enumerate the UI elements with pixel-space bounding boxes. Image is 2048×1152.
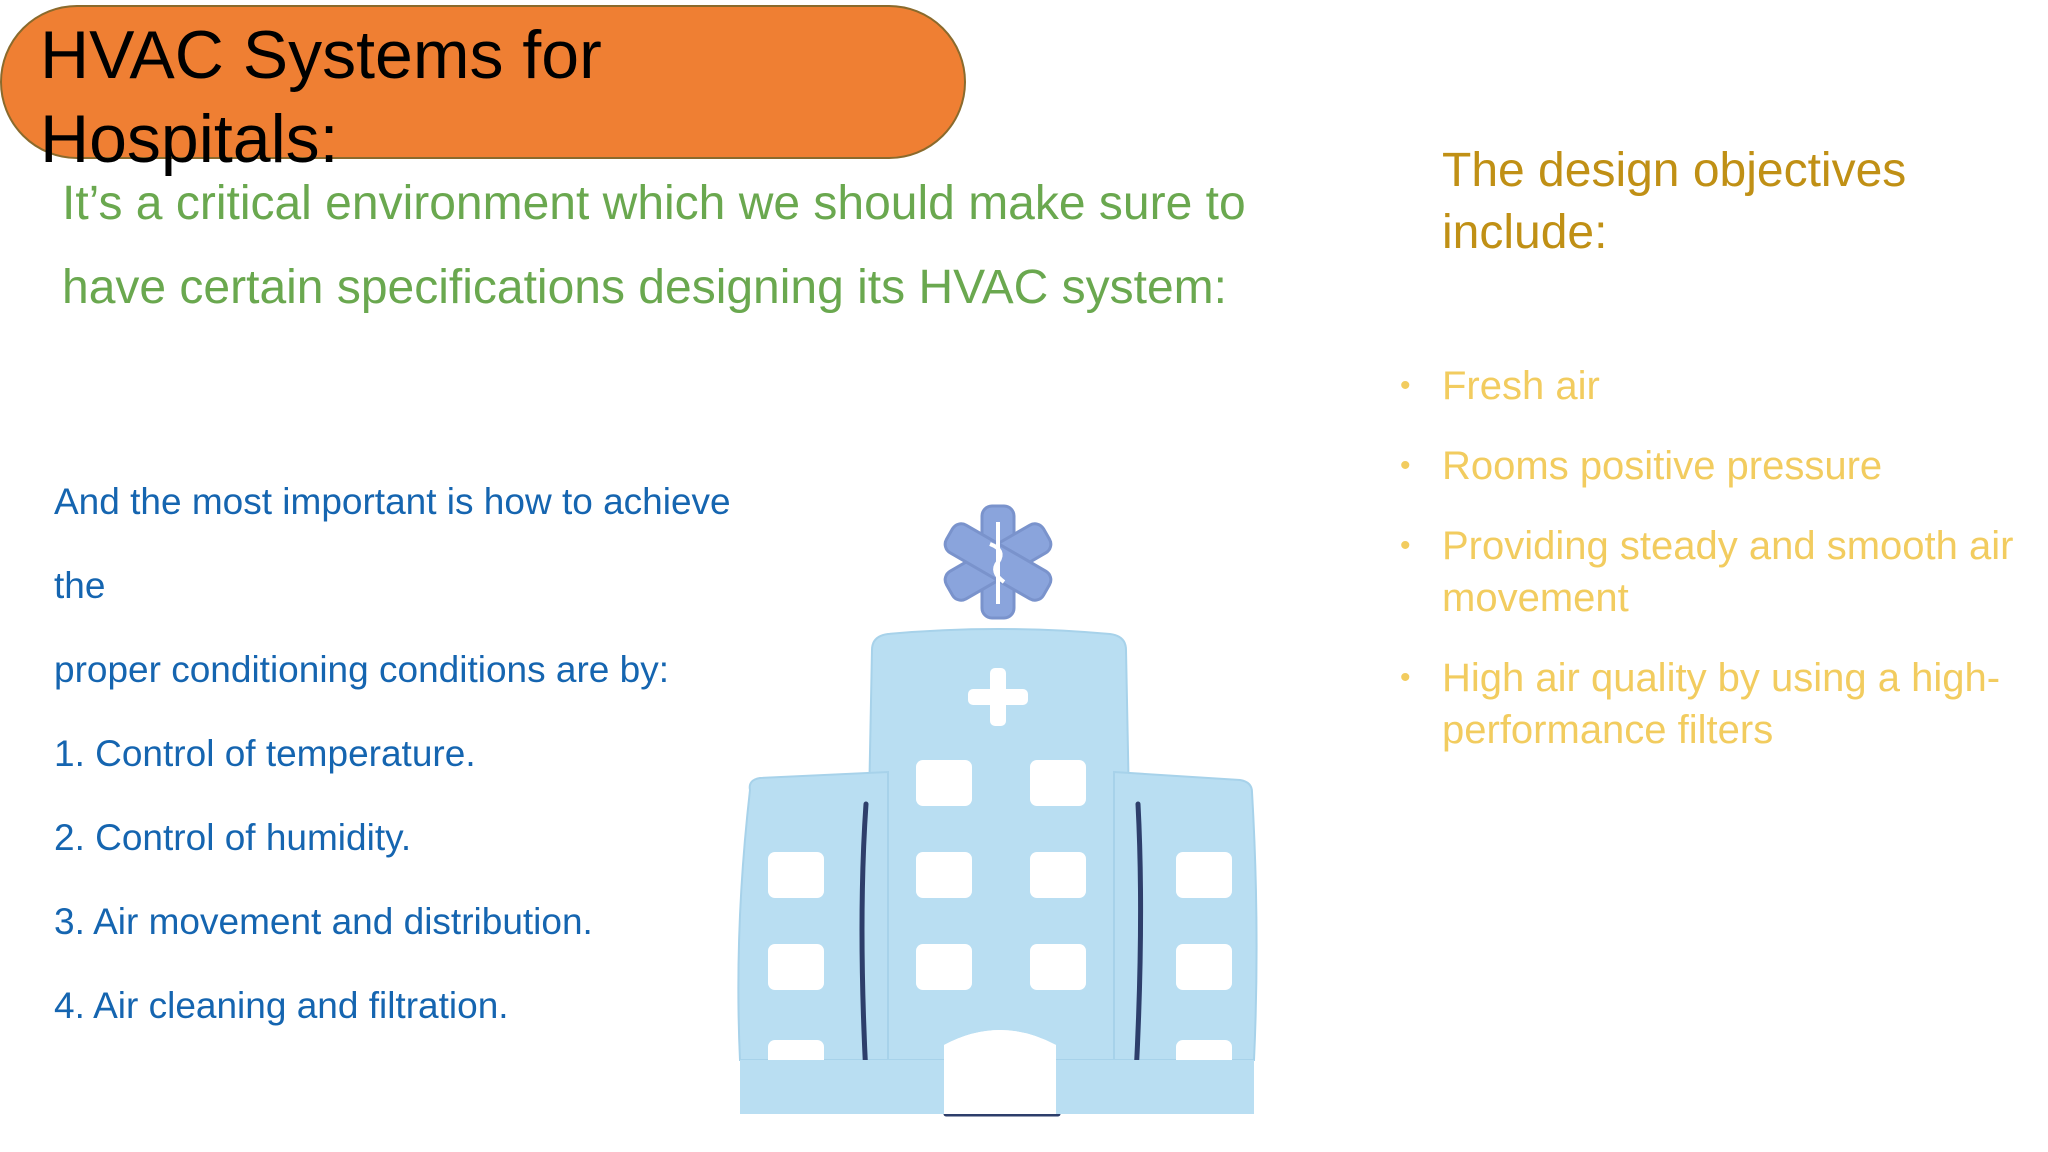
- conditions-line: the: [54, 565, 106, 606]
- objective-item: • Rooms positive pressure: [1400, 440, 2020, 492]
- objective-item: • High air quality by using a high-perfo…: [1400, 652, 2020, 756]
- medical-cross-icon: [968, 668, 1028, 726]
- objective-text: Providing steady and smooth air movement: [1442, 524, 2014, 620]
- objective-text: Rooms positive pressure: [1442, 444, 1883, 488]
- page-title: HVAC Systems for Hospitals:: [40, 13, 940, 181]
- star-of-life-icon: [943, 504, 1053, 620]
- conditions-line: proper conditioning conditions are by:: [54, 649, 669, 690]
- bullet-dot-icon: •: [1400, 661, 1411, 694]
- title-line-2: Hospitals:: [40, 101, 339, 177]
- objectives-heading: The design objectives include:: [1442, 144, 1907, 259]
- condition-item: 4. Air cleaning and filtration.: [54, 985, 509, 1026]
- conditions-list: And the most important is how to achieve…: [54, 460, 814, 1048]
- objective-text: Fresh air: [1442, 364, 1600, 408]
- objective-item: • Fresh air: [1400, 360, 2020, 412]
- conditions-line: And the most important is how to achieve: [54, 481, 731, 522]
- bullet-dot-icon: •: [1400, 529, 1411, 562]
- intro-paragraph: It’s a critical environment which we sho…: [62, 177, 1246, 314]
- objective-item: • Providing steady and smooth air moveme…: [1400, 520, 2020, 624]
- hospital-building-icon: [737, 504, 1258, 1117]
- title-line-1: HVAC Systems for: [40, 17, 602, 93]
- bullet-dot-icon: •: [1400, 449, 1411, 482]
- title-banner: HVAC Systems for Hospitals:: [0, 5, 966, 177]
- objectives-list: • Fresh air • Rooms positive pressure • …: [1400, 360, 2020, 784]
- condition-item: 3. Air movement and distribution.: [54, 901, 593, 942]
- objective-text: High air quality by using a high-perform…: [1442, 656, 2001, 752]
- condition-item: 2. Control of humidity.: [54, 817, 412, 858]
- condition-item: 1. Control of temperature.: [54, 733, 476, 774]
- bullet-dot-icon: •: [1400, 369, 1411, 402]
